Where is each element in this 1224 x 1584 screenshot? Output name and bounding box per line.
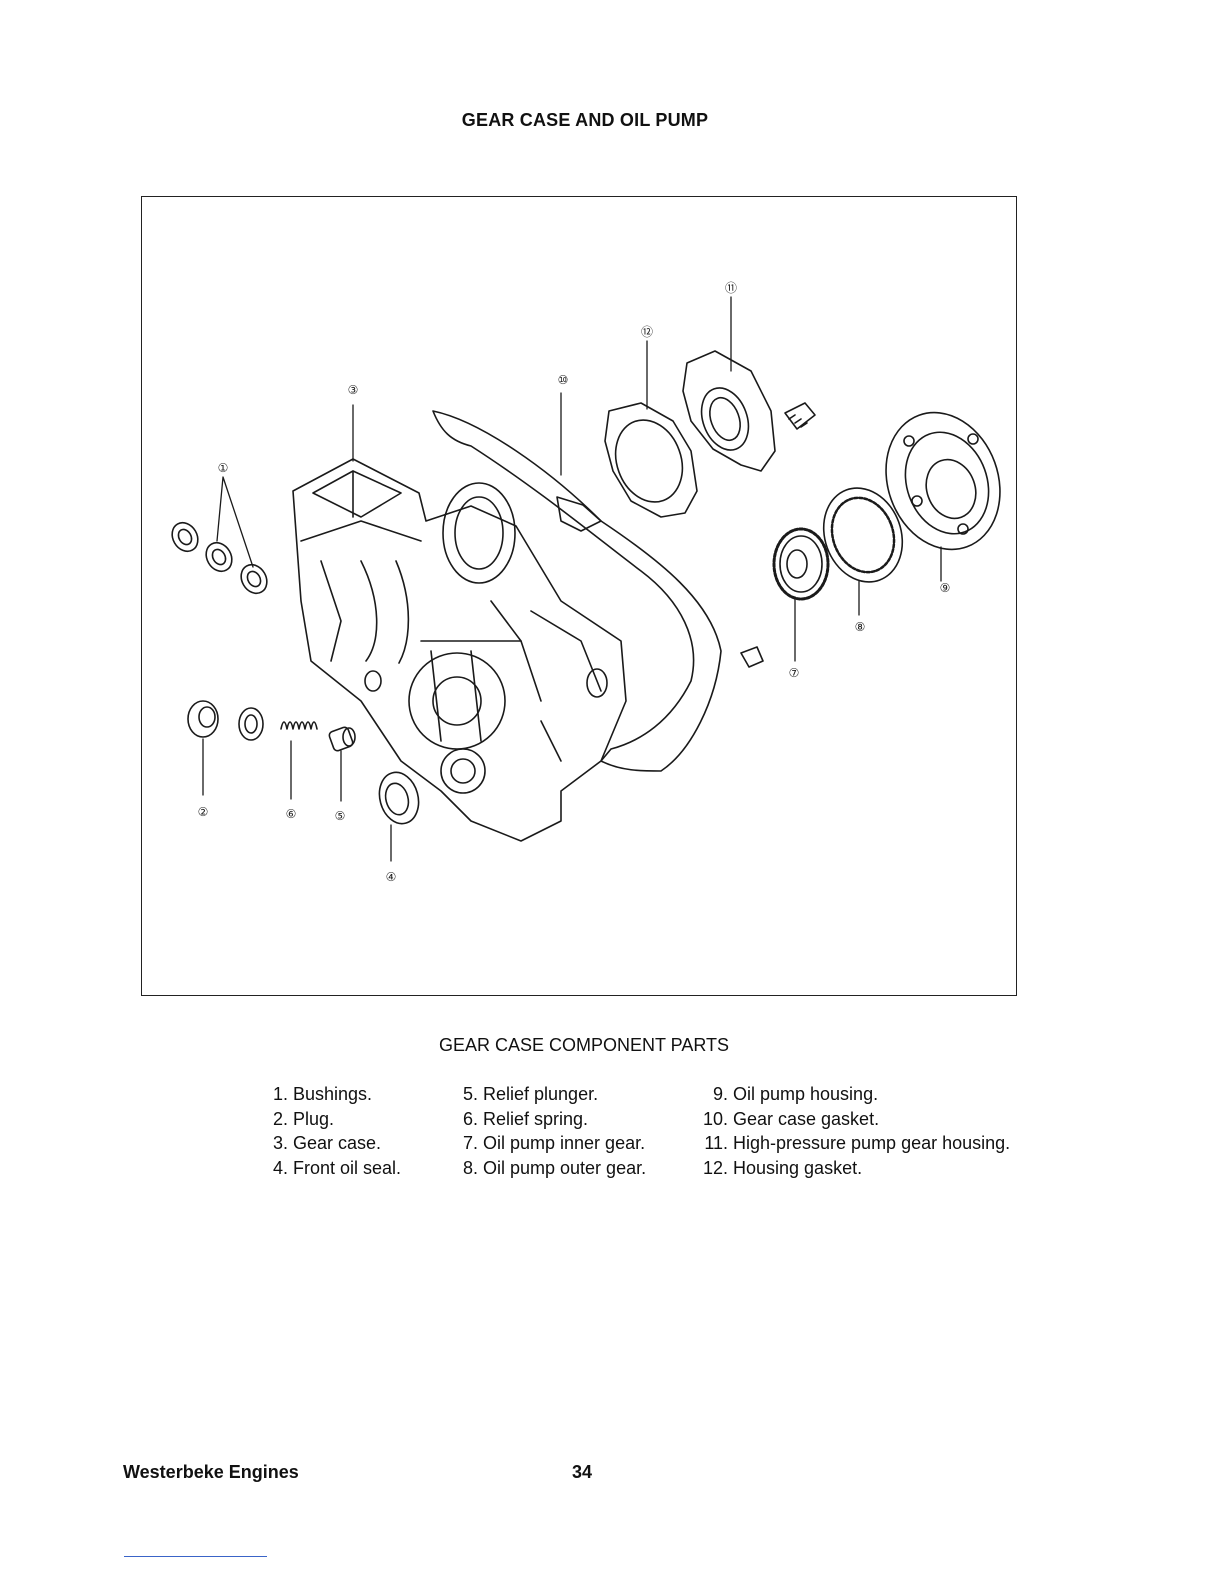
callout-11: ⑪ [724, 281, 737, 295]
leader-lines [202, 296, 942, 862]
parts-list-column-1: 1.Bushings. 2.Plug. 3.Gear case. 4.Front… [262, 1082, 401, 1180]
callout-9: ⑨ [939, 581, 951, 595]
parts-list-item: 10.Gear case gasket. [702, 1108, 880, 1129]
figure-caption: GEAR CASE COMPONENT PARTS [438, 1035, 730, 1055]
callout-2: ② [197, 805, 209, 819]
callout-1: ① [217, 461, 229, 475]
callout-3: ③ [347, 383, 359, 397]
parts-list-item: 1.Bushings. [272, 1084, 373, 1104]
footer-divider [124, 1556, 267, 1557]
parts-list-item: 11.High-pressure pump gear housing. [704, 1133, 1011, 1153]
page-title: GEAR CASE AND OIL PUMP [461, 110, 709, 130]
oil-pump-outer-gear-drawing [822, 487, 904, 583]
bushings-drawing [171, 521, 268, 595]
parts-list-item: 2.Plug. [272, 1108, 335, 1129]
parts-list-item: 7.Oil pump inner gear. [462, 1133, 646, 1153]
callout-10: ⑩ [557, 373, 569, 387]
callout-8: ⑧ [854, 620, 866, 634]
relief-ring-drawing [238, 707, 264, 741]
callout-4: ④ [385, 870, 397, 884]
page-number: 34 [572, 1462, 593, 1482]
callout-7: ⑦ [788, 666, 800, 680]
front-oil-seal-drawing [378, 771, 420, 825]
parts-list-item: 12.Housing gasket. [702, 1157, 863, 1178]
parts-list-item: 6.Relief spring. [462, 1108, 589, 1129]
parts-list-item: 3.Gear case. [272, 1133, 382, 1153]
callout-12: ⑫ [640, 325, 653, 339]
parts-list-column-2: 5.Relief plunger. 6.Relief spring. 7.Oil… [452, 1082, 646, 1180]
gear-case-drawing [292, 458, 627, 842]
parts-list-item: 5.Relief plunger. [462, 1084, 599, 1104]
footer-publisher: Westerbeke Engines [123, 1462, 299, 1482]
gear-case-exploded-diagram [171, 296, 1001, 862]
high-pressure-pump-housing-drawing [682, 350, 816, 472]
parts-list-item: 4.Front oil seal. [272, 1157, 402, 1178]
callout-5: ⑤ [334, 809, 346, 823]
oil-pump-housing-drawing [885, 411, 1001, 551]
plug-drawing [187, 700, 219, 738]
exploded-diagram-frame: ① ② ③ ④ ⑤ ⑥ ⑦ ⑧ ⑨ ⑩ ⑪ ⑫ [141, 196, 1017, 996]
relief-spring-drawing [280, 721, 318, 730]
parts-list-item: 9.Oil pump housing. [712, 1084, 879, 1104]
callout-6: ⑥ [285, 807, 297, 821]
parts-list-column-3: 9.Oil pump housing. 10.Gear case gasket.… [694, 1082, 1010, 1180]
gear-case-gasket-drawing [432, 410, 722, 772]
oil-pump-inner-gear-drawing [740, 527, 830, 668]
housing-gasket-drawing [604, 402, 698, 518]
relief-plunger-drawing [328, 726, 356, 752]
parts-list-item: 8.Oil pump outer gear. [462, 1157, 647, 1178]
